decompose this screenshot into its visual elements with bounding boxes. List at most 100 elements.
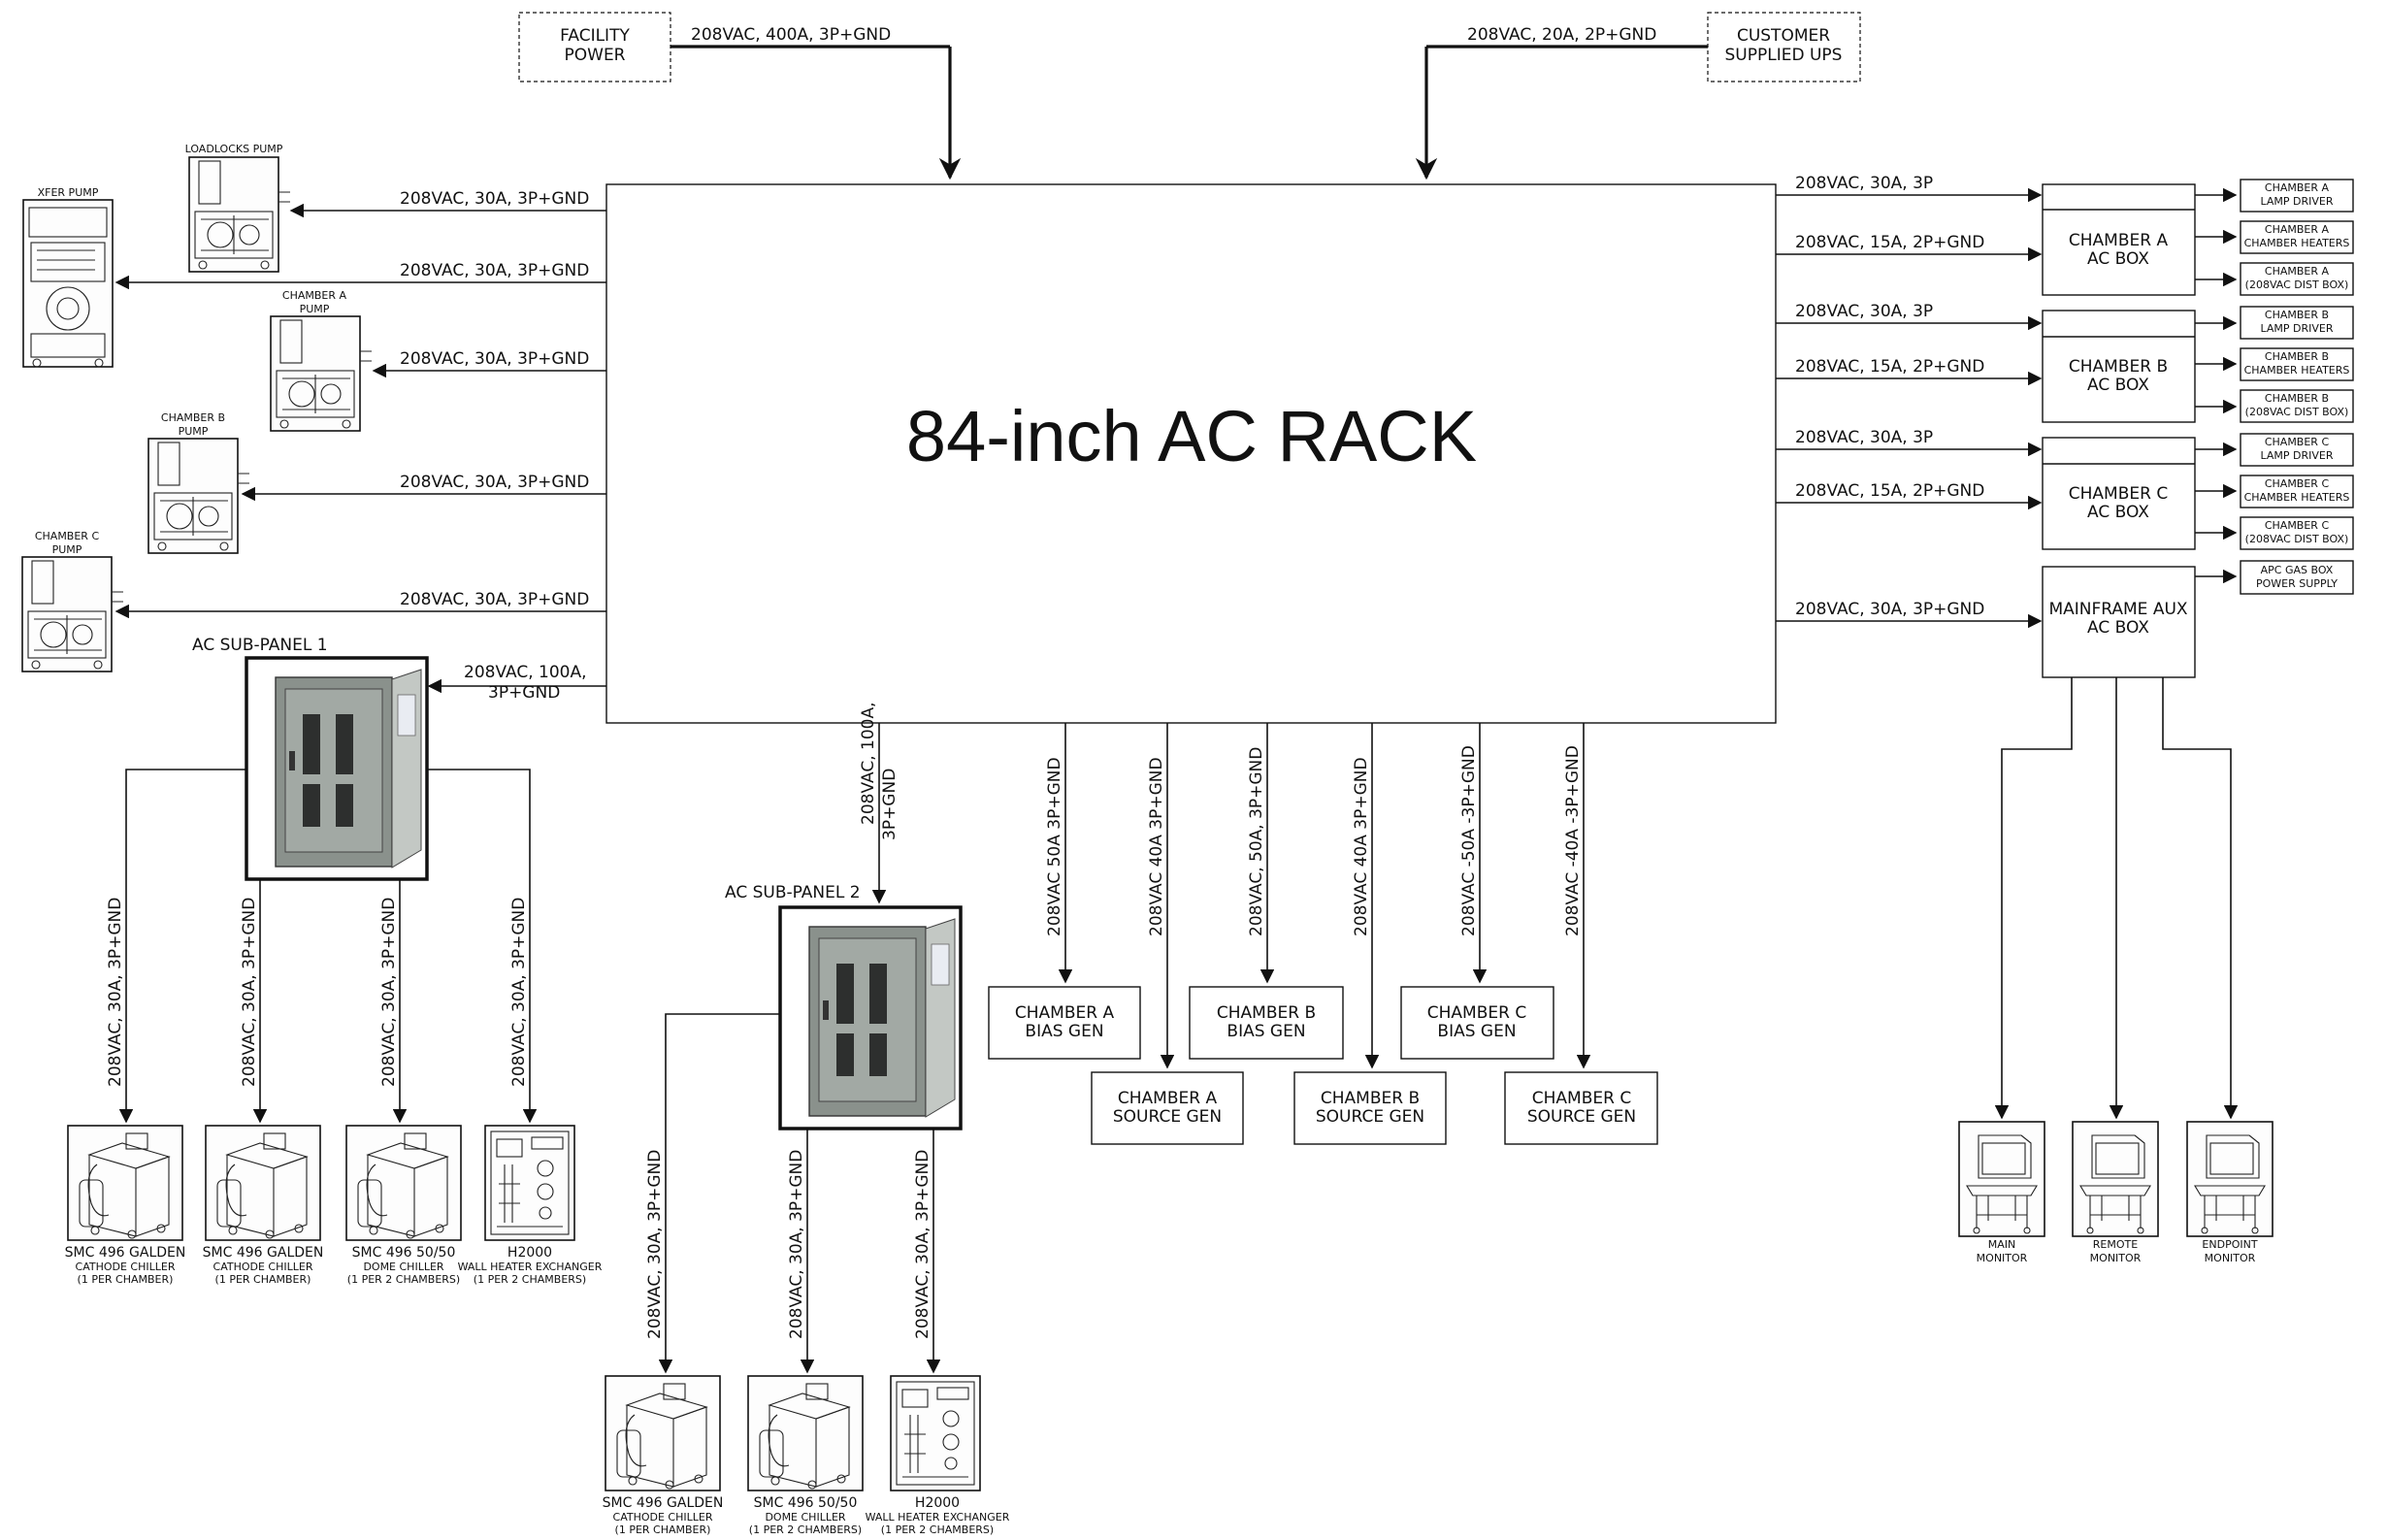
subpanel-title: AC SUB-PANEL 1 xyxy=(192,636,328,655)
gen-chamber-a-source: 208VAC 40A 3P+GND CHAMBER A SOURCE GEN xyxy=(1092,723,1243,1144)
load-subtitle: CATHODE CHILLER xyxy=(613,1511,713,1524)
pump-label-line2: PUMP xyxy=(52,543,82,556)
chamber-c-ac-box: 208VAC, 30A, 3P 208VAC, 15A, 2P+GND CHAM… xyxy=(1776,428,2353,549)
monitor-label-line1: ENDPOINT xyxy=(2202,1238,2257,1251)
acbox-label-line2: AC BOX xyxy=(2087,503,2149,522)
gen-label-line1: CHAMBER B xyxy=(1217,1003,1316,1023)
load-note: (1 PER 2 CHAMBERS) xyxy=(347,1273,460,1286)
load-name: SMC 496 GALDEN xyxy=(65,1245,186,1261)
gen-label-line2: BIAS GEN xyxy=(1025,1022,1103,1041)
load-note: (1 PER CHAMBER) xyxy=(615,1524,711,1536)
gen-label-line2: SOURCE GEN xyxy=(1527,1107,1636,1127)
mainframe-output-line2: POWER SUPPLY xyxy=(2256,577,2338,590)
sp1-load-1: 208VAC, 30A, 3P+GND SMC 496 GALDEN CATHO… xyxy=(65,898,186,1286)
load-name: SMC 496 GALDEN xyxy=(603,1495,724,1511)
chamber-a-ac-box: 208VAC, 30A, 3P 208VAC, 15A, 2P+GND CHAM… xyxy=(1776,174,2353,295)
gen-label-line2: BIAS GEN xyxy=(1437,1022,1516,1041)
acbox-label-line2: AC BOX xyxy=(2087,376,2149,395)
chiller-icon xyxy=(346,1126,461,1240)
gen-chamber-c-bias: 208VAC -50A -3P+GND CHAMBER C BIAS GEN xyxy=(1401,723,1554,1059)
chiller-icon xyxy=(68,1126,182,1240)
sp1-load-2: 208VAC, 30A, 3P+GND SMC 496 GALDEN CATHO… xyxy=(203,898,324,1286)
pump-chamber-b: CHAMBER B PUMP 208VAC, 30A, 3P+GND xyxy=(148,411,606,553)
acbox-feed-mid-label: 208VAC, 15A, 2P+GND xyxy=(1795,357,1984,377)
gen-feed-label: 208VAC, 50A, 3P+GND xyxy=(1247,747,1266,936)
gen-label-line2: SOURCE GEN xyxy=(1113,1107,1222,1127)
acbox-label-line1: CHAMBER C xyxy=(2069,484,2168,504)
sp2-load-2: 208VAC, 30A, 3P+GND SMC 496 50/50 DOME C… xyxy=(748,1150,863,1536)
monitor-label-line2: MONITOR xyxy=(2090,1252,2142,1264)
monitor-icon xyxy=(2187,1122,2273,1236)
load-name: H2000 xyxy=(507,1245,552,1261)
source-customer-ups: CUSTOMER SUPPLIED UPS 208VAC, 20A, 2P+GN… xyxy=(1426,13,1860,178)
acbox-output-line1: CHAMBER C xyxy=(2265,436,2330,448)
mainframe-aux-ac-box: 208VAC, 30A, 3P+GND MAINFRAME AUX AC BOX… xyxy=(1776,561,2353,677)
pump-label: CHAMBER C xyxy=(35,530,100,542)
gen-chamber-b-source: 208VAC 40A 3P+GND CHAMBER B SOURCE GEN xyxy=(1294,723,1446,1144)
gen-feed-label: 208VAC -40A -3P+GND xyxy=(1563,745,1583,936)
acbox-output-line2: (208VAC DIST BOX) xyxy=(2245,533,2349,545)
chiller-icon xyxy=(206,1126,320,1240)
gen-chamber-a-bias: 208VAC 50A 3P+GND CHAMBER A BIAS GEN xyxy=(989,723,1140,1059)
acbox-output-line1: CHAMBER B xyxy=(2265,392,2329,405)
monitor-label-line2: MONITOR xyxy=(2205,1252,2256,1264)
load-feed-label: 208VAC, 30A, 3P+GND xyxy=(509,898,529,1087)
load-subtitle: CATHODE CHILLER xyxy=(213,1261,313,1273)
acbox-output-line1: CHAMBER A xyxy=(2265,223,2330,236)
facility-feed-label: 208VAC, 400A, 3P+GND xyxy=(691,25,891,45)
acbox-output-line1: CHAMBER C xyxy=(2265,477,2330,490)
monitor-main: MAIN MONITOR xyxy=(1959,1122,2045,1264)
pump-feed-label: 208VAC, 30A, 3P+GND xyxy=(400,473,589,492)
chiller-icon xyxy=(605,1376,720,1491)
load-subtitle: CATHODE CHILLER xyxy=(76,1261,176,1273)
pump-label: LOADLOCKS PUMP xyxy=(185,143,283,155)
acbox-output-line2: CHAMBER HEATERS xyxy=(2244,491,2350,504)
pump-label-line2: PUMP xyxy=(300,303,330,315)
sp2-branch-1 xyxy=(666,1014,780,1372)
ac-subpanel-2: 208VAC, 100A, 3P+GND AC SUB-PANEL 2 xyxy=(725,703,961,1129)
load-name: SMC 496 GALDEN xyxy=(203,1245,324,1261)
acbox-output-line2: CHAMBER HEATERS xyxy=(2244,364,2350,377)
load-subtitle: DOME CHILLER xyxy=(765,1511,845,1524)
gen-label-line1: CHAMBER A xyxy=(1015,1003,1115,1023)
pump-icon xyxy=(271,316,372,431)
mainframe-output-line1: APC GAS BOX xyxy=(2261,564,2334,576)
ac-subpanel-1: AC SUB-PANEL 1 208VAC, 100A, 3P+GND xyxy=(192,636,606,879)
monitor-label-line2: MONITOR xyxy=(1977,1252,2028,1264)
acbox-feed-mid-label: 208VAC, 15A, 2P+GND xyxy=(1795,481,1984,501)
monitor-icon xyxy=(2073,1122,2158,1236)
acbox-label-line1: CHAMBER B xyxy=(2069,357,2168,377)
monitor-endpoint: ENDPOINT MONITOR xyxy=(2187,1122,2273,1264)
ups-feed-label: 208VAC, 20A, 2P+GND xyxy=(1467,25,1656,45)
sp1-branch-1 xyxy=(126,770,246,1122)
gen-chamber-c-source: 208VAC -40A -3P+GND CHAMBER C SOURCE GEN xyxy=(1505,723,1657,1144)
load-subtitle: DOME CHILLER xyxy=(363,1261,443,1273)
main-ac-rack: 84-inch AC RACK xyxy=(606,184,1776,723)
breaker-panel-icon xyxy=(780,907,961,1129)
load-note: (1 PER 2 CHAMBERS) xyxy=(474,1273,586,1286)
pump-feed-label: 208VAC, 30A, 3P+GND xyxy=(400,349,589,369)
subpanel-feed-label-line2: 3P+GND xyxy=(488,683,560,703)
load-name: SMC 496 50/50 xyxy=(754,1495,858,1511)
monitor-label-line1: REMOTE xyxy=(2093,1238,2138,1251)
source-label-line1: FACILITY xyxy=(560,26,630,46)
acbox-feed-top-label: 208VAC, 30A, 3P xyxy=(1795,428,1933,447)
gen-label-line1: CHAMBER C xyxy=(1427,1003,1526,1023)
pump-label: CHAMBER B xyxy=(161,411,225,424)
gen-label-line1: CHAMBER C xyxy=(1532,1089,1631,1108)
pump-icon xyxy=(148,439,249,553)
monitor-icon xyxy=(1959,1122,2045,1236)
mainframe-feed-label: 208VAC, 30A, 3P+GND xyxy=(1795,600,1984,619)
gen-chamber-b-bias: 208VAC, 50A, 3P+GND CHAMBER B BIAS GEN xyxy=(1190,723,1343,1059)
monitor-wiring xyxy=(2002,677,2231,1118)
pump-chamber-a: CHAMBER A PUMP 208VAC, 30A, 3P+GND xyxy=(271,289,606,431)
acbox-feed-mid-label: 208VAC, 15A, 2P+GND xyxy=(1795,233,1984,252)
pump-feed-label: 208VAC, 30A, 3P+GND xyxy=(400,590,589,609)
load-feed-label: 208VAC, 30A, 3P+GND xyxy=(379,898,399,1087)
gen-feed-label: 208VAC 50A 3P+GND xyxy=(1045,757,1064,936)
load-note: (1 PER CHAMBER) xyxy=(78,1273,174,1286)
load-note: (1 PER CHAMBER) xyxy=(215,1273,311,1286)
heater-exchanger-icon xyxy=(891,1376,980,1491)
acbox-output-line2: LAMP DRIVER xyxy=(2260,322,2333,335)
pump-feed-label: 208VAC, 30A, 3P+GND xyxy=(400,261,589,280)
